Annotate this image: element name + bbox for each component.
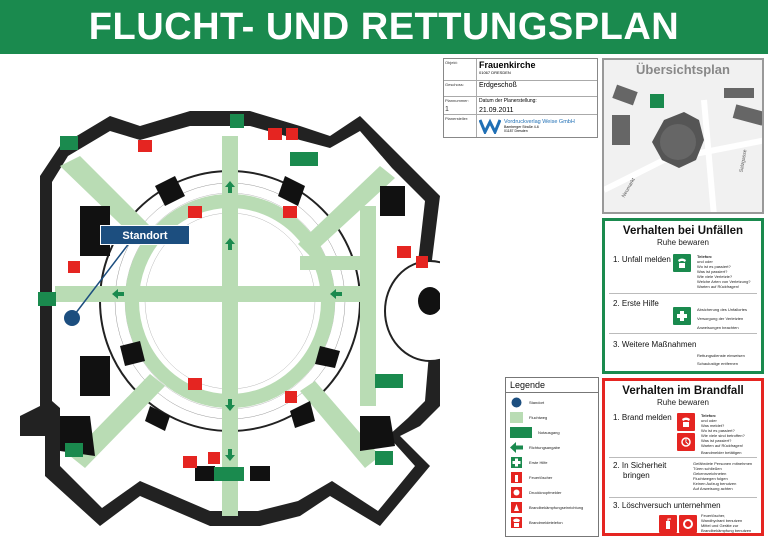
fire-note-3-3: Mittel und Geräte zur [701, 523, 739, 528]
legend-item-5: Erste Hilfe [529, 460, 548, 465]
fire-note-3-1: Feuerlöscher, [701, 513, 726, 518]
acc-note-1-6: Welche Arten von Verletzung? [697, 279, 751, 284]
acc-note-1-4: Was ist passiert? [697, 269, 728, 274]
legend-item-7: Druckknopfmelder [529, 490, 562, 495]
fire-note-3-2: Wandhydrant benutzen [701, 518, 743, 523]
fire-phone-icon [677, 413, 695, 431]
fire-note-1-7: Warten auf Rückfragen! [701, 443, 744, 448]
fire-note-1-6: Was ist passiert? [701, 438, 732, 443]
legend-item-3: Notausgang [538, 430, 560, 435]
pillars [60, 176, 405, 481]
escape-routes [55, 136, 395, 516]
legend-title: Legende [506, 378, 598, 393]
verlag-address-1: Bamberger Straße 4-6 [504, 125, 539, 129]
fire-equipment-signs [68, 128, 428, 468]
geschoss-label: Geschoss: [444, 81, 477, 96]
accident-panel: Verhalten bei Unfällen Ruhe bewaren 1. U… [602, 218, 764, 374]
fire-note-2-2: Türen schließen [693, 466, 722, 471]
objekt-value: Frauenkirche [479, 60, 536, 70]
floor-plan [20, 111, 440, 526]
fire-note-2-6: Auf Anweisung achten [693, 486, 733, 491]
standort-label: Standort [100, 225, 190, 245]
phone-icon [673, 254, 691, 272]
standort-legend-icon [510, 397, 523, 408]
fire-note-2-1: Gefährdete Personen mitnehmen [693, 461, 753, 466]
fire-note-1-5: Wie viele sind betroffen? [701, 433, 745, 438]
acc-note-1-5: Wie viele Verletzte? [697, 274, 733, 279]
accident-step-3: 3. Weitere Maßnahmen [613, 340, 697, 349]
legend-item-4: Richtungsangabe [529, 445, 561, 450]
plannummer-label: Plannummer: [445, 98, 469, 103]
firefighting-legend-icon [510, 502, 523, 513]
first-aid-icon [673, 307, 691, 325]
acc-note-1-7: Warten auf Rückfragen! [697, 284, 740, 289]
fire-note-1-4: Wo ist es passiert? [701, 428, 735, 433]
legend-item-8: Brandbekämpfungseinrichtung [529, 505, 584, 510]
accident-step-1: 1. Unfall melden [613, 255, 671, 264]
plan-title: FLUCHT- UND RETTUNGSPLAN [0, 0, 768, 54]
geschoss-value: Erdgeschoß [479, 82, 517, 89]
fire-note-1-3: Was meldet? [701, 423, 725, 428]
direction-arrows [112, 181, 342, 461]
extinguisher-icon [659, 515, 677, 533]
acc-note-1-3: Wo ist es passiert? [697, 264, 731, 269]
fire-note-2-5: Keinen Aufzug benutzen [693, 481, 737, 486]
verlag-name: Vordruckverlag Weise GmbH [504, 119, 575, 125]
arrow-legend-icon [510, 442, 523, 453]
fire-note-1-2: und oder [701, 418, 717, 423]
objekt-sub: 01067 DRESDEN [479, 70, 511, 75]
alarm-button-legend-icon [510, 487, 523, 498]
legend-item-9: Brandmeldetelefon [529, 520, 563, 525]
acc-note-2-2: Versorgung der Verletzten [697, 316, 744, 321]
fire-step-1: 1. Brand melden [613, 413, 672, 422]
fire-step-2a: 2. In Sicherheit [613, 461, 667, 470]
legend-item-1: Standort [529, 400, 545, 405]
fire-panel: Verhalten im Brandfall Ruhe bewaren 1. B… [602, 378, 764, 536]
fire-note-1-1: Telefon: [701, 413, 717, 418]
overview-plan: Übersichtsplan Neumarkt Salzgasse [602, 58, 764, 214]
fire-note-2-3: Gekennzeichneten [693, 471, 727, 476]
legend: Legende Standort Fluchtweg Notausgang Ri… [505, 377, 599, 537]
accident-subtitle: Ruhe bewaren [656, 238, 710, 247]
exit-legend-icon [510, 427, 532, 438]
planersteller-label: Planersteller: [444, 115, 477, 137]
accident-title: Verhalten bei Unfällen [622, 225, 744, 237]
acc-note-2-1: Absicherung des Unfallortes [697, 307, 748, 312]
acc-note-1-1: Telefon: [697, 254, 713, 259]
acc-note-3-1: Rettungsdienste einweisen [697, 353, 745, 358]
emergency-exit-signs [38, 114, 403, 481]
title-block: Objekt: Frauenkirche 01067 DRESDEN Gesch… [443, 58, 598, 138]
fire-step-2b: bringen [623, 471, 650, 480]
fire-alarm-icon [677, 433, 695, 451]
overview-title: Übersichtsplan [636, 62, 730, 77]
apse [384, 260, 440, 362]
legend-item-6: Feuerlöscher [529, 475, 553, 480]
first-aid-legend-icon [510, 457, 523, 468]
fire-step-3: 3. Löschversuch unternehmen [613, 501, 721, 510]
verlag-address-2: 01187 Dresden [504, 129, 528, 133]
datum-label: Datum der Planerstellung: [479, 98, 537, 104]
acc-note-1-2: und oder [697, 259, 713, 264]
fire-subtitle: Ruhe bewaren [656, 398, 710, 407]
hose-icon [679, 515, 697, 533]
objekt-label: Objekt: [444, 59, 477, 80]
accident-step-2: 2. Erste Hilfe [613, 299, 659, 308]
overview-map [604, 84, 762, 212]
route-legend-icon [510, 412, 523, 423]
acc-note-2-3: Anweisungen beachten [697, 325, 739, 330]
fire-note-1-8: Brandmelder betätigen [701, 450, 742, 455]
acc-note-3-2: Schaulustige entfernen [697, 361, 738, 366]
fire-phone-legend-icon [510, 517, 523, 528]
verlag-logo-icon [479, 118, 501, 134]
plannummer-value: 1 [445, 106, 449, 113]
fire-note-3-4: Brandbekämpfung benutzen [701, 528, 752, 533]
datum-value: 21.09.2011 [479, 107, 514, 114]
fire-note-2-4: Fluchtwegen folgen [693, 476, 728, 481]
extinguisher-legend-icon [510, 472, 523, 483]
fire-title: Verhalten im Brandfall [622, 385, 744, 397]
legend-item-2: Fluchtweg [529, 415, 548, 420]
standort-marker [64, 310, 80, 326]
